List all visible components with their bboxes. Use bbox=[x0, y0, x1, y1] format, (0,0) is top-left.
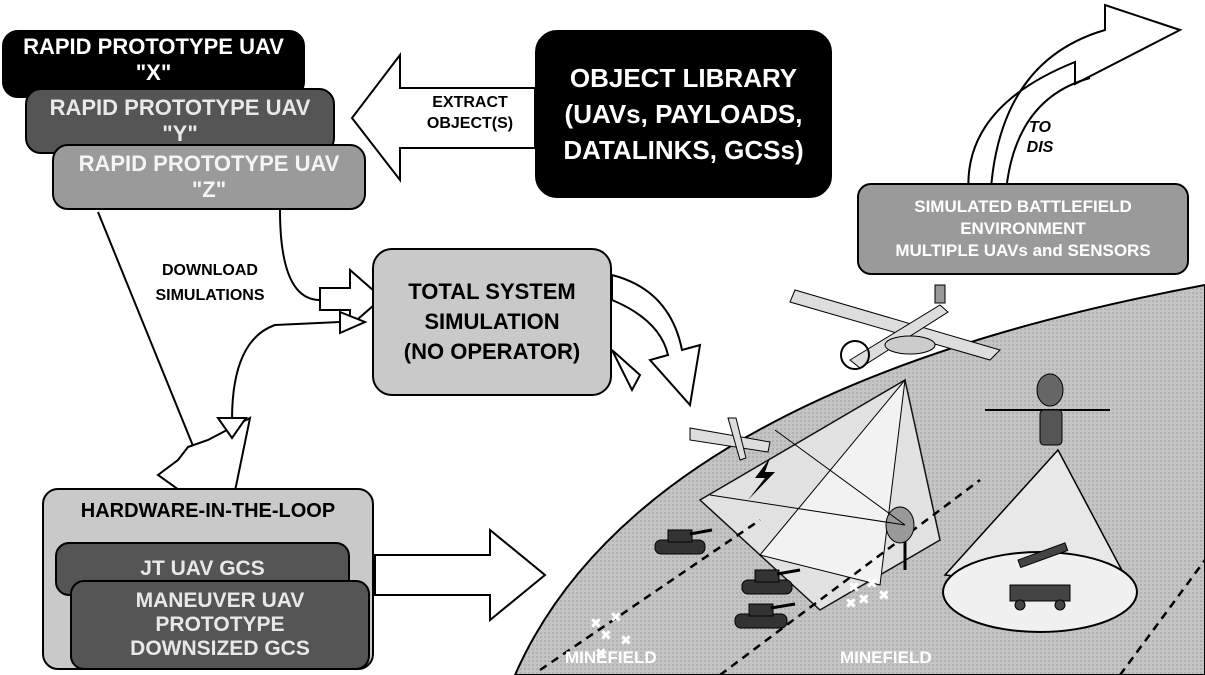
to-dis-label: TO DIS bbox=[1010, 118, 1070, 158]
small-uav-icon bbox=[689, 417, 771, 461]
to-dis-line2: DIS bbox=[1026, 139, 1054, 156]
tank-icon bbox=[741, 568, 801, 595]
to-dis-line1: TO bbox=[1029, 119, 1051, 136]
prototype-y-line2: "Y" bbox=[162, 121, 198, 146]
z-to-total-arrowhead bbox=[319, 267, 384, 329]
maneuver-line1: MANEUVER UAV bbox=[135, 589, 305, 612]
tank-icon bbox=[654, 528, 713, 555]
svg-text:✖: ✖ bbox=[878, 588, 890, 604]
prototype-x-line1: RAPID PROTOTYPE UAV bbox=[23, 34, 284, 59]
prototype-z-line2: "Z" bbox=[191, 177, 227, 202]
total-sim-line2: SIMULATION bbox=[424, 309, 560, 334]
hitl-to-battlefield-arrow bbox=[374, 527, 547, 623]
extract-line2: OBJECT(S) bbox=[426, 115, 514, 132]
mines-left: ✖✖✖✖✖ bbox=[590, 610, 632, 662]
mines-right: ✖✖✖✖✖ bbox=[845, 576, 890, 612]
extract-label: EXTRACT OBJECT(S) bbox=[405, 92, 535, 134]
battlefield-line1: SIMULATED BATTLEFIELD bbox=[914, 197, 1132, 216]
prototype-z-line1: RAPID PROTOTYPE UAV bbox=[78, 151, 340, 176]
svg-text:✖: ✖ bbox=[866, 576, 878, 592]
helicopter-uav-icon bbox=[985, 373, 1110, 446]
total-sim-line3: (NO OPERATOR) bbox=[403, 339, 581, 364]
download-line1: DOWNLOAD bbox=[162, 262, 258, 279]
library-line2: (UAVs, PAYLOADS, bbox=[564, 99, 803, 129]
svg-text:✖: ✖ bbox=[600, 628, 612, 644]
svg-text:✖: ✖ bbox=[590, 616, 602, 632]
svg-text:✖: ✖ bbox=[845, 596, 857, 612]
prototype-y-line1: RAPID PROTOTYPE UAV bbox=[49, 95, 311, 120]
battlefield-line3: MULTIPLE UAVs and SENSORS bbox=[895, 241, 1151, 260]
z-to-total-curve bbox=[279, 209, 340, 301]
download-line2: SIMULATIONS bbox=[155, 287, 265, 304]
uav-aircraft-icon bbox=[789, 284, 1001, 370]
minefield-label-right: MINEFIELD bbox=[840, 648, 932, 667]
total-system-simulation-box: TOTAL SYSTEM SIMULATION (NO OPERATOR) bbox=[372, 248, 612, 396]
object-library-box: OBJECT LIBRARY (UAVs, PAYLOADS, DATALINK… bbox=[535, 30, 832, 198]
hitl-title: HARDWARE-IN-THE-LOOP bbox=[80, 500, 336, 522]
prototype-z-box: RAPID PROTOTYPE UAV "Z" bbox=[52, 144, 366, 210]
svg-text:✖: ✖ bbox=[858, 592, 870, 608]
launcher-truck-icon bbox=[1009, 542, 1071, 611]
battlefield-environment-box: SIMULATED BATTLEFIELD ENVIRONMENT MULTIP… bbox=[857, 183, 1189, 275]
battlefield-line2: ENVIRONMENT bbox=[960, 219, 1086, 238]
tank-icon bbox=[734, 602, 796, 629]
total-sim-line1: TOTAL SYSTEM bbox=[408, 279, 576, 304]
svg-text:✖: ✖ bbox=[610, 610, 622, 626]
download-label: DOWNLOAD SIMULATIONS bbox=[135, 258, 285, 308]
maneuver-line2: PROTOTYPE bbox=[155, 613, 285, 636]
jt-uav-gcs-label: JT UAV GCS bbox=[140, 557, 265, 580]
hitl-total-link bbox=[231, 321, 341, 421]
total-to-ground-arrow bbox=[611, 273, 702, 408]
library-line3: DATALINKS, GCSs) bbox=[563, 135, 804, 165]
prototype-x-line2: "X" bbox=[135, 60, 172, 85]
maneuver-uav-box: MANEUVER UAV PROTOTYPE DOWNSIZED GCS bbox=[70, 580, 370, 670]
to-dis-arrow bbox=[967, 3, 1183, 206]
svg-text:✖: ✖ bbox=[848, 580, 860, 596]
svg-text:✖: ✖ bbox=[595, 646, 607, 662]
minefield-label-left: MINEFIELD bbox=[565, 648, 657, 667]
extract-line1: EXTRACT bbox=[432, 94, 508, 111]
maneuver-line3: DOWNSIZED GCS bbox=[130, 637, 310, 660]
library-line1: OBJECT LIBRARY bbox=[569, 63, 798, 93]
extract-arrow bbox=[350, 52, 536, 183]
svg-text:✖: ✖ bbox=[620, 633, 632, 649]
